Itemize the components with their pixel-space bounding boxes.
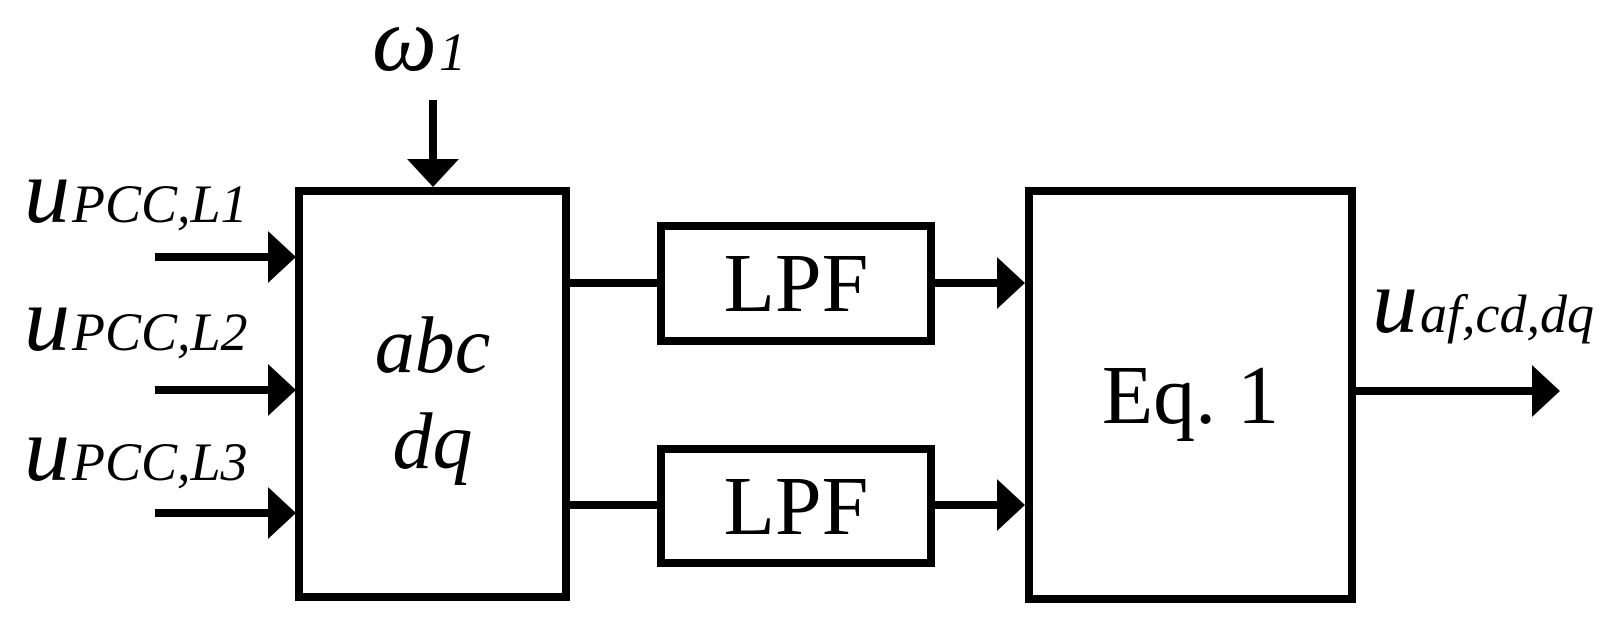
input-arrowhead-3 [268,487,296,539]
block-eq1: Eq. 1 [1025,187,1356,603]
block-abc-dq: abc dq [295,187,570,601]
block-abc-dq-line1: abc [374,302,491,390]
input-arrowhead-1 [268,231,296,283]
omega-sub: 1 [438,22,466,82]
mid-arrowhead-top [997,257,1025,309]
input-signal-label-2: u PCC,L2 [24,273,248,365]
block-eq1-label: Eq. 1 [1101,348,1280,442]
omega-arrowhead [407,159,459,187]
block-lpf-top-label: LPF [723,237,869,330]
input-3-sub: PCC,L3 [72,432,248,492]
input-2-sub: PCC,L2 [72,302,248,362]
omega-base: ω [372,0,437,90]
mid-arrowhead-bottom [997,479,1025,531]
block-lpf-bottom: LPF [657,445,935,567]
input-signal-label-1: u PCC,L1 [24,145,248,237]
input-arrowhead-2 [268,364,296,416]
output-signal-label: u af,cd,dq [1372,255,1594,347]
output-arrowhead [1532,365,1560,417]
omega-signal-label: ω 1 [372,0,466,85]
output-base: u [1372,250,1418,352]
input-1-base: u [24,140,70,242]
input-3-base: u [24,398,70,500]
block-lpf-top: LPF [657,222,935,345]
block-abc-dq-line2: dq [392,398,473,486]
input-2-base: u [24,268,70,370]
input-1-sub: PCC,L1 [72,174,248,234]
block-lpf-bottom-label: LPF [723,459,869,553]
input-signal-label-3: u PCC,L3 [24,403,248,495]
output-sub: af,cd,dq [1420,284,1594,344]
